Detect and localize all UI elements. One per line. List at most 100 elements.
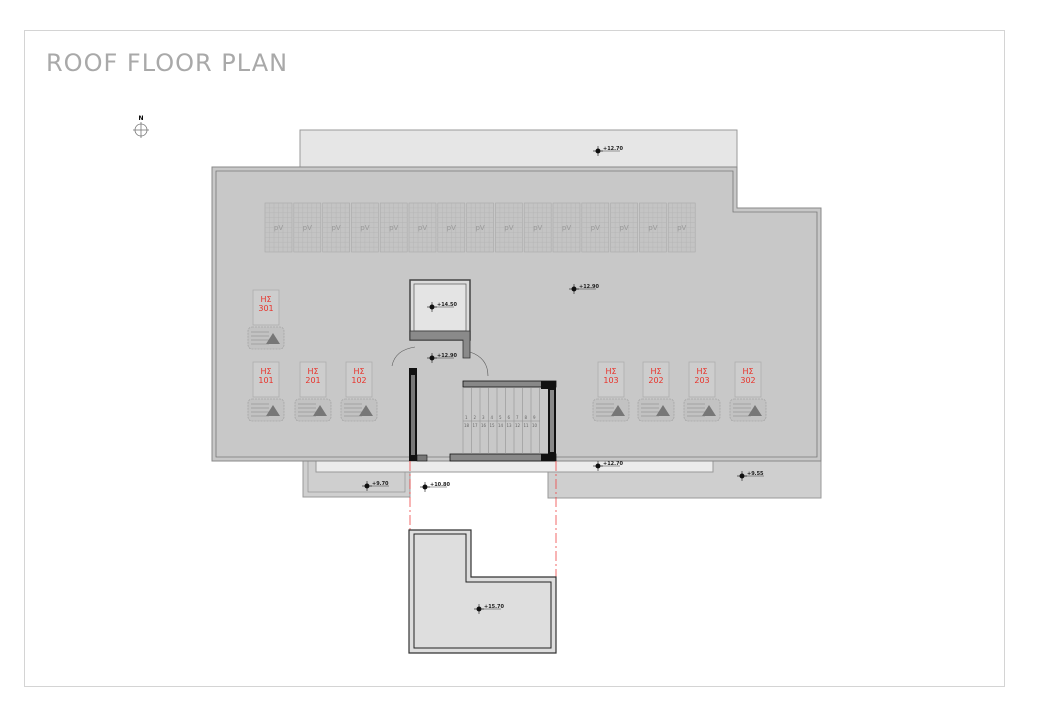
elevator-shaft xyxy=(409,279,471,359)
pv-label: pV xyxy=(562,224,571,232)
fan-icon xyxy=(748,405,762,416)
pv-label: pV xyxy=(389,224,398,232)
level-value: +10.80 xyxy=(430,482,451,488)
unit-prefix: HΣ xyxy=(260,295,271,304)
unit-prefix: HΣ xyxy=(260,367,271,376)
north-arrow-icon: N xyxy=(133,115,149,138)
pv-label: pV xyxy=(447,224,456,232)
fan-icon xyxy=(266,333,280,344)
pv-label: pV xyxy=(504,224,513,232)
pv-panel: pV xyxy=(523,202,552,253)
drawing-frame xyxy=(24,30,1005,687)
unit-prefix: HΣ xyxy=(605,367,616,376)
pv-panel: pV xyxy=(293,202,322,253)
pv-panel: pV xyxy=(322,202,350,253)
pv-panels: pV pV pV pV pV pV pV pV pV pV pV pV pV pV pV xyxy=(264,202,696,253)
fan-icon xyxy=(611,405,625,416)
stair-step-number: 1 xyxy=(465,415,468,420)
unit-number: 301 xyxy=(258,304,273,313)
stair-step-number: 10 xyxy=(532,423,538,428)
pv-panel: pV xyxy=(408,202,437,253)
level-value: +9.55 xyxy=(747,471,764,477)
door-swing xyxy=(469,351,489,377)
stair-step-number: 12 xyxy=(515,423,521,428)
stair-step-number: 17 xyxy=(473,423,479,428)
stair-step-number: 11 xyxy=(524,423,530,428)
pv-label: pV xyxy=(360,224,369,232)
level-markers: +12.70 +12.90 +14.50 +12.90 +12.70 +9.55 +9.70… xyxy=(362,146,764,614)
pv-label: pV xyxy=(274,224,283,232)
pv-panel: pV xyxy=(437,202,466,253)
unit-number: 101 xyxy=(258,376,273,385)
stair-step-number: 15 xyxy=(490,423,496,428)
stair-step-number: 5 xyxy=(499,415,502,420)
pv-panel: pV xyxy=(466,202,494,253)
top-terrace xyxy=(299,129,738,169)
level-value: +14.50 xyxy=(437,302,458,308)
pv-panel: pV xyxy=(495,202,523,253)
pv-label: pV xyxy=(418,224,427,232)
fan-icon xyxy=(656,405,670,416)
stair-step-number: 18 xyxy=(464,423,470,428)
level-marker-elevator: +14.50 xyxy=(427,302,458,312)
fan-icon xyxy=(702,405,716,416)
stair-step-number: 4 xyxy=(491,415,494,420)
level-marker-left-lower: +9.70 xyxy=(362,481,389,491)
unit-prefix: HΣ xyxy=(650,367,661,376)
level-value: +12.70 xyxy=(603,146,624,152)
pv-label: pV xyxy=(677,224,686,232)
level-value: +12.70 xyxy=(603,461,624,467)
pv-panel: pV xyxy=(610,202,638,253)
level-marker-upper-roof: +15.70 xyxy=(474,604,505,614)
pv-panel: pV xyxy=(552,202,581,253)
stair-step-number: 16 xyxy=(481,423,487,428)
stair-step-number: 8 xyxy=(525,415,528,420)
unit-number: 302 xyxy=(740,376,755,385)
upper-roof xyxy=(408,529,557,654)
front-strip xyxy=(315,460,714,473)
level-value: +12.90 xyxy=(579,284,600,290)
pv-label: pV xyxy=(591,224,600,232)
pv-label: pV xyxy=(619,224,628,232)
unit-prefix: HΣ xyxy=(696,367,707,376)
pv-label: pV xyxy=(331,224,340,232)
unit-number: 203 xyxy=(694,376,709,385)
unit-number: 103 xyxy=(603,376,618,385)
level-marker-top-terrace: +12.70 xyxy=(593,146,624,156)
pv-label: pV xyxy=(533,224,542,232)
level-value: +9.70 xyxy=(372,481,389,487)
stair-step-number: 14 xyxy=(498,423,504,428)
pv-panel: pV xyxy=(667,202,696,253)
stair-step-number: 9 xyxy=(533,415,536,420)
unit-number: 201 xyxy=(305,376,320,385)
pv-panel: pV xyxy=(264,202,293,253)
level-value: +15.70 xyxy=(484,604,505,610)
unit-number: 102 xyxy=(351,376,366,385)
fan-icon xyxy=(266,405,280,416)
pv-panel: pV xyxy=(581,202,610,253)
page-title: ROOF FLOOR PLAN xyxy=(46,49,289,77)
pv-panel: pV xyxy=(351,202,379,253)
door-swing xyxy=(391,346,416,367)
unit-prefix: HΣ xyxy=(353,367,364,376)
level-marker-right-lower: +9.55 xyxy=(737,471,764,481)
level-marker-stair-landing: +12.90 xyxy=(427,353,458,363)
fan-icon xyxy=(359,405,373,416)
pv-panel: pV xyxy=(639,202,667,253)
pv-label: pV xyxy=(303,224,312,232)
pv-label: pV xyxy=(648,224,657,232)
unit-number: 202 xyxy=(648,376,663,385)
level-marker-front-strip: +12.70 xyxy=(593,461,624,471)
stair-step-number: 6 xyxy=(508,415,511,420)
stair-step-number: 2 xyxy=(474,415,477,420)
stair-step-number: 13 xyxy=(507,423,513,428)
